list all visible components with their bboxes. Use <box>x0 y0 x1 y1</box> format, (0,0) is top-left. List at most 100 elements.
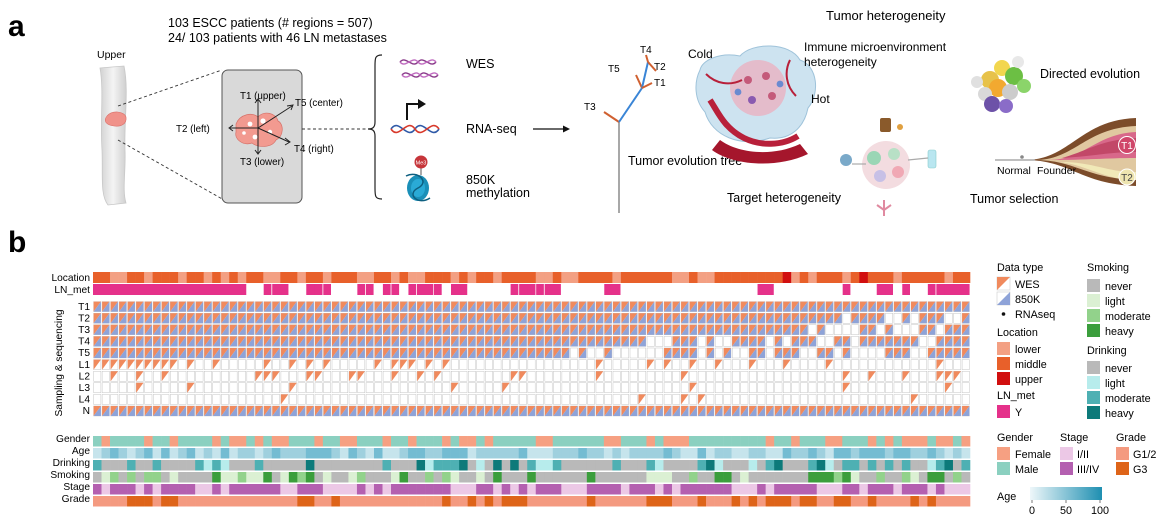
location-cell <box>671 272 681 283</box>
sample-cell <box>791 371 800 382</box>
sample-cell <box>399 394 408 405</box>
methylation-mark <box>885 406 893 416</box>
stage-cell <box>93 484 102 495</box>
wes-mark <box>945 301 953 312</box>
sample-cell <box>621 382 630 393</box>
gender-cell <box>808 436 818 447</box>
stage-cell <box>373 484 383 495</box>
stage-cell <box>416 484 426 495</box>
methylation-mark <box>834 301 842 312</box>
methylation-mark <box>374 301 382 312</box>
ln-met-cell <box>510 284 519 295</box>
grade-cell <box>791 496 800 507</box>
smoking-cell <box>127 472 136 483</box>
methylation-mark <box>732 406 740 416</box>
gender-cell <box>101 436 111 447</box>
methylation-mark <box>340 313 348 324</box>
location-cell <box>935 272 945 283</box>
sample-cell <box>689 371 698 382</box>
sample-cell <box>646 371 655 382</box>
sample-cell <box>314 382 323 393</box>
methylation-mark <box>800 324 808 335</box>
gender-cell <box>671 436 681 447</box>
sample-cell <box>851 324 859 335</box>
stage-cell <box>944 484 954 495</box>
gender-cell <box>535 436 545 447</box>
wes-mark <box>391 371 399 382</box>
wes-mark <box>297 406 306 416</box>
wes-mark <box>425 301 433 312</box>
methylation-mark <box>349 406 357 416</box>
sample-cell <box>187 394 195 405</box>
methylation-mark <box>749 348 757 358</box>
gender-cell <box>161 436 170 447</box>
methylation-mark <box>485 313 493 324</box>
drinking-cell <box>799 460 809 471</box>
gender-cell <box>493 436 502 447</box>
methylation-mark <box>817 406 825 416</box>
methylation-mark <box>808 406 817 416</box>
methylation-mark <box>962 336 970 347</box>
sample-cell <box>910 371 919 382</box>
sample-cell <box>229 382 238 393</box>
legend-item-rnaseq: RNAseq <box>1015 309 1055 321</box>
wes-mark <box>647 313 655 324</box>
methylation-mark <box>502 301 510 312</box>
grade-cell <box>93 496 102 507</box>
sample-cell <box>204 382 212 393</box>
drinking-cell <box>467 460 477 471</box>
legend-swatch-grade-high <box>1116 462 1129 475</box>
smoking-cell <box>952 472 962 483</box>
sample-cell <box>783 371 791 382</box>
sample-cell <box>936 394 945 405</box>
sample-cell <box>221 371 229 382</box>
methylation-mark <box>800 336 808 347</box>
methylation-mark <box>212 348 221 358</box>
sample-cell <box>834 382 842 393</box>
grade-cell <box>459 496 468 507</box>
methylation-mark <box>93 301 101 312</box>
methylation-mark <box>638 406 646 416</box>
grade-cell <box>578 496 588 507</box>
sample-cell <box>672 394 681 405</box>
drinking-cell <box>254 460 264 471</box>
methylation-mark <box>255 348 263 358</box>
location-cell <box>782 272 792 283</box>
methylation-mark <box>161 348 170 358</box>
stage-cell <box>689 484 698 495</box>
sample-cell <box>612 347 621 359</box>
stage-cell <box>901 484 911 495</box>
methylation-mark <box>502 336 510 347</box>
sample-cell <box>204 394 212 405</box>
legend-item-stage-early: I/II <box>1077 449 1089 461</box>
grade-cell <box>603 496 613 507</box>
drinking-cell <box>944 460 954 471</box>
sample-cell <box>229 371 238 382</box>
sample-cell <box>476 359 485 370</box>
sample-cell <box>808 324 817 335</box>
methylation-mark <box>332 313 340 324</box>
age-cell <box>331 448 341 459</box>
smoking-cell <box>433 472 443 483</box>
smoking-cell <box>612 472 622 483</box>
ln-met-cell <box>408 284 417 295</box>
stage-cell <box>476 484 485 495</box>
grade-cell <box>144 496 153 507</box>
gender-cell <box>169 436 179 447</box>
stage-cell <box>144 484 153 495</box>
methylation-mark <box>561 348 570 358</box>
stage-cell <box>842 484 852 495</box>
methylation-mark <box>544 324 553 335</box>
gender-cell <box>637 436 647 447</box>
sample-cell <box>323 371 331 382</box>
legend-item-wes: WES <box>1015 279 1040 291</box>
stage-cell <box>544 484 554 495</box>
smoking-cell <box>476 472 485 483</box>
drinking-cell <box>850 460 860 471</box>
wes-mark <box>732 301 740 312</box>
sample-cell <box>766 371 774 382</box>
stage-cell <box>774 484 783 495</box>
gender-cell <box>382 436 392 447</box>
drinking-cell <box>731 460 741 471</box>
grade-cell <box>893 496 903 507</box>
